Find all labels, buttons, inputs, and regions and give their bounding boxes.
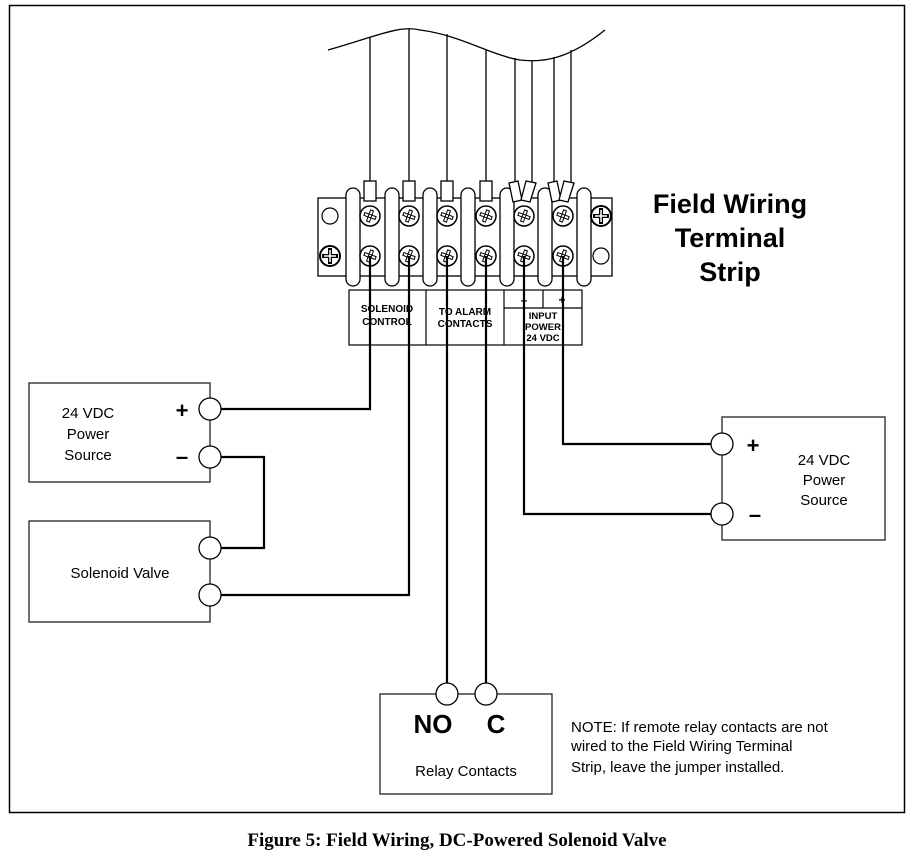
label-input-2: POWER: [525, 322, 561, 333]
mount-screw-icon: [590, 205, 612, 227]
figure-frame: [8, 4, 906, 814]
left-power-line-2: Power: [67, 426, 110, 443]
label-input-1: INPUT: [529, 311, 558, 322]
solenoid-valve: Solenoid Valve: [28, 520, 222, 623]
mount-hole: [321, 207, 339, 225]
wire-power-minus-to-valve: [221, 455, 266, 550]
wire-solenoid-control-1: [221, 256, 372, 411]
wire-solenoid-control-2: [221, 256, 411, 597]
label-alarm-2: CONTACTS: [438, 319, 493, 330]
strip-barriers: [345, 187, 592, 287]
right-power-line-2: Power: [803, 472, 846, 489]
label-input-3: 24 VDC: [526, 333, 559, 344]
relay-no-label: NO: [414, 709, 453, 739]
left-power-source: 24 VDC Power Source + –: [28, 382, 222, 483]
relay-label: Relay Contacts: [415, 763, 517, 780]
left-power-line-3: Source: [64, 447, 112, 464]
left-power-minus: –: [176, 444, 188, 469]
wire-lugs: [363, 180, 575, 203]
right-power-minus: –: [749, 502, 761, 527]
terminal-screw-icon: [398, 205, 420, 227]
relay-contacts: NO C Relay Contacts: [379, 682, 553, 795]
right-power-line-3: Source: [800, 492, 848, 509]
label-solenoid-1: SOLENOID: [361, 304, 413, 315]
field-wires: [221, 256, 711, 685]
right-power-minus-terminal: [710, 502, 734, 526]
mount-screw-icon: [319, 245, 341, 267]
terminal-strip: [317, 180, 613, 287]
label-solenoid-2: CONTROL: [362, 317, 411, 328]
cable-wires: [369, 29, 572, 182]
note-line-3: Strip, leave the jumper installed.: [571, 759, 784, 776]
strip-title: Field Wiring Terminal Strip: [653, 189, 807, 287]
right-power-line-1: 24 VDC: [798, 452, 851, 469]
note-line-2: wired to the Field Wiring Terminal: [570, 738, 792, 755]
wire-input-minus: [522, 256, 711, 516]
valve-terminal-1: [198, 536, 222, 560]
terminal-screw-icon: [552, 205, 574, 227]
note-line-1: NOTE: If remote relay contacts are not: [571, 719, 829, 736]
solenoid-valve-label: Solenoid Valve: [71, 565, 170, 582]
right-power-plus-terminal: [710, 432, 734, 456]
left-power-plus-terminal: [198, 397, 222, 421]
terminal-screw-icon: [359, 205, 381, 227]
right-power-source: 24 VDC Power Source + –: [710, 416, 886, 541]
figure-caption: Figure 5: Field Wiring, DC-Powered Solen…: [247, 830, 666, 851]
left-power-minus-terminal: [198, 445, 222, 469]
strip-title-line-2: Terminal: [675, 223, 786, 253]
wire-input-plus: [561, 256, 711, 446]
relay-c-label: C: [487, 709, 506, 739]
left-power-line-1: 24 VDC: [62, 405, 115, 422]
note: NOTE: If remote relay contacts are not w…: [570, 719, 829, 776]
label-alarm-1: TO ALARM: [439, 307, 491, 318]
relay-c-terminal: [474, 682, 498, 706]
mount-hole: [592, 247, 610, 265]
terminal-screw-icon: [475, 205, 497, 227]
strip-title-line-3: Strip: [699, 257, 761, 287]
strip-label-block: SOLENOID CONTROL TO ALARM CONTACTS – + I…: [348, 289, 583, 346]
relay-no-terminal: [435, 682, 459, 706]
valve-terminal-2: [198, 583, 222, 607]
right-power-plus: +: [747, 433, 760, 458]
cable-bundle-curve: [327, 28, 606, 62]
terminal-screw-icon: [513, 205, 535, 227]
strip-title-line-1: Field Wiring: [653, 189, 807, 219]
left-power-plus: +: [176, 398, 189, 423]
terminal-screw-icon: [436, 205, 458, 227]
